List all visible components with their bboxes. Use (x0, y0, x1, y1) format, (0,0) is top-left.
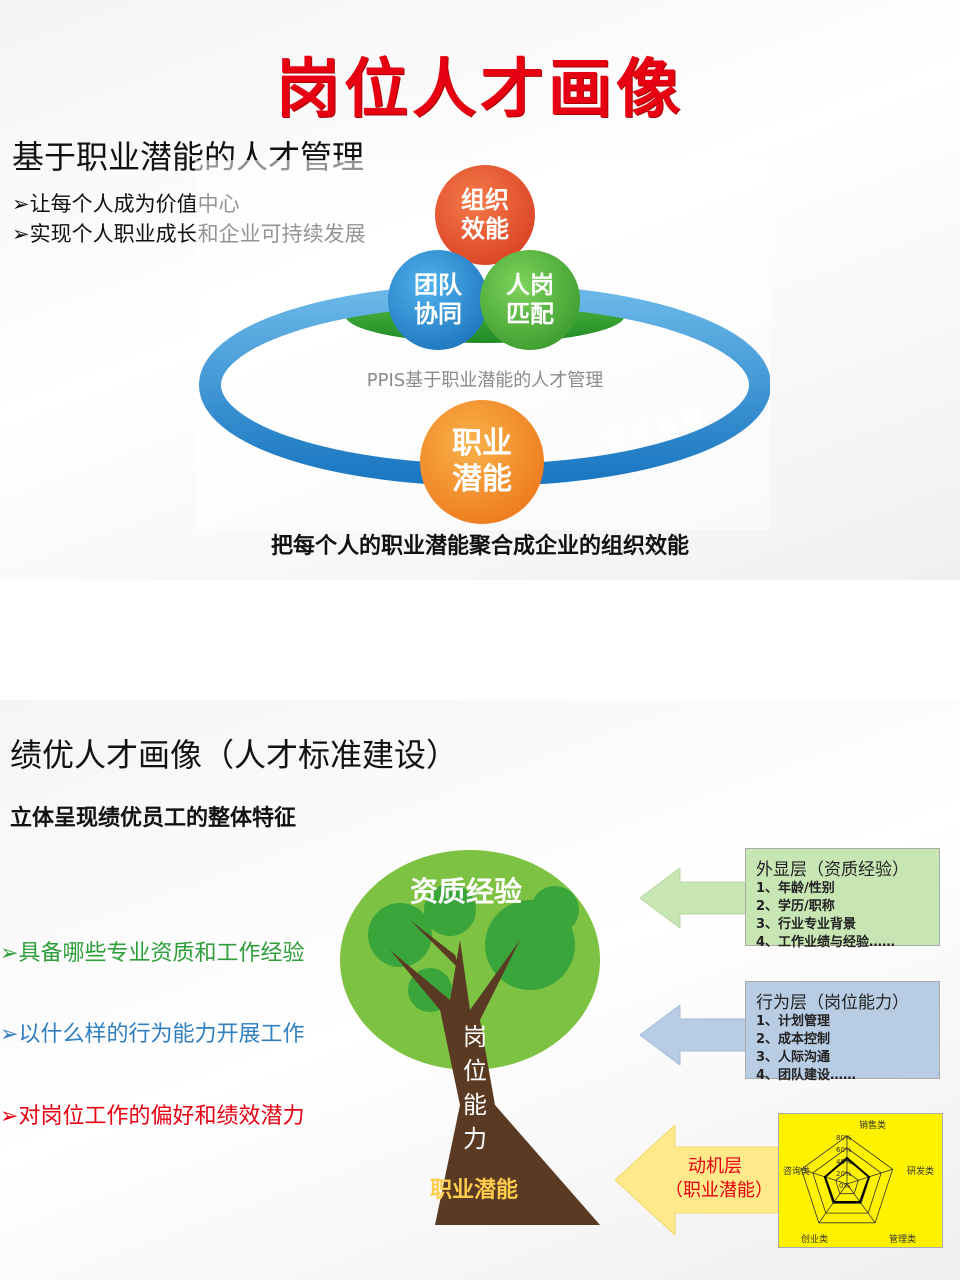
circle-org-efficiency: 组织 效能 (435, 165, 535, 265)
talent-tree (340, 850, 600, 1225)
behavior-item-4: 4、团队建设…… (756, 1068, 857, 1083)
ring-label: PPIS基于职业潜能的人才管理 (367, 370, 603, 391)
crown-label: 资质经验 (410, 875, 523, 908)
question-behavior: ➢以什么样的行为能力开展工作 (0, 1022, 305, 1047)
radar-tick-20: 20% (836, 1170, 852, 1178)
radar-label-rd: 研发类 (907, 1165, 934, 1177)
radar-chart: 销售类 研发类 管理类 创业类 咨询类 80% 60% 40% 20% 0% (783, 1119, 934, 1245)
arrow-outer (640, 868, 750, 928)
behavior-layer-title: 行为层（岗位能力） (756, 993, 909, 1013)
radar-tick-40: 40% (836, 1158, 852, 1166)
radar-label-sales: 销售类 (859, 1119, 886, 1131)
outer-item-3: 3、行业专业背景 (756, 917, 857, 932)
page-title: 岗位人才画像 (276, 53, 684, 127)
radar-label-consulting: 咨询类 (783, 1165, 810, 1177)
circle-job-match: 人岗 匹配 (480, 250, 580, 350)
question-qualifications: ➢具备哪些专业资质和工作经验 (0, 941, 305, 966)
arrow-behavior (640, 1005, 750, 1065)
tree-trunk (390, 940, 600, 1225)
radar-tick-80: 80% (836, 1134, 852, 1142)
behavior-item-3: 3、人际沟通 (756, 1050, 831, 1065)
section-heading-2: 绩优人才画像（人才标准建设） (10, 736, 459, 774)
behavior-item-1: 1、计划管理 (756, 1014, 831, 1029)
radar-tick-60: 60% (836, 1146, 852, 1154)
radar-label-management: 管理类 (889, 1233, 916, 1245)
question-motivation: ➢对岗位工作的偏好和绩效潜力 (0, 1104, 305, 1129)
root-label: 职业潜能 (430, 1177, 519, 1203)
radar-tick-0: 0% (839, 1182, 850, 1190)
motive-title: 动机层 (688, 1156, 742, 1177)
outer-item-1: 1、年龄/性别 (756, 881, 835, 896)
outer-item-4: 4、工作业绩与经验…… (756, 935, 896, 950)
motive-subtitle: （职业潜能） (665, 1180, 773, 1201)
bottom-slide: 绩优人才画像（人才标准建设） 立体呈现绩优员工的整体特征 ➢具备哪些专业资质和工… (0, 700, 960, 1280)
outer-layer-box: 外显层（资质经验） 1、年龄/性别 2、学历/职称 3、行业专业背景 4、工作业… (745, 848, 940, 950)
top-slide: 岗位人才画像 基于职业潜能的人才管理 ➢让每个人成为价值中心 ➢实现个人职业成长… (0, 0, 960, 580)
circle-career-potential: 职业 潜能 (420, 400, 544, 524)
radar-label-startup: 创业类 (801, 1233, 828, 1245)
behavior-layer-box: 行为层（岗位能力） 1、计划管理 2、成本控制 3、人际沟通 4、团队建设…… (745, 981, 940, 1083)
trunk-label: 岗位能力 (463, 1023, 487, 1153)
outer-layer-title: 外显层（资质经验） (756, 860, 909, 880)
motive-label: 动机层 （职业潜能） (665, 1155, 773, 1203)
diagram-caption: 把每个人的职业潜能聚合成企业的组织效能 (270, 534, 689, 559)
outer-item-2: 2、学历/职称 (756, 899, 835, 914)
circle-team-synergy: 团队 协同 (388, 250, 488, 350)
subheading: 立体呈现绩优员工的整体特征 (10, 805, 297, 831)
arrow-motive (615, 1125, 780, 1235)
behavior-item-2: 2、成本控制 (756, 1032, 831, 1047)
radar-box: 销售类 研发类 管理类 创业类 咨询类 80% 60% 40% 20% 0% (778, 1113, 943, 1248)
